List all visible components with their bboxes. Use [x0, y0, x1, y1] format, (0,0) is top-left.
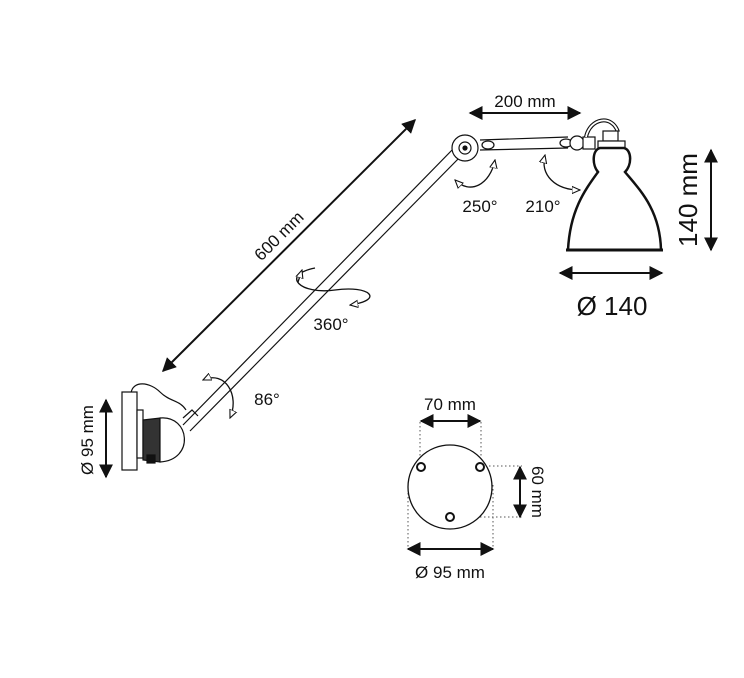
label-95mm-side: Ø 95 mm: [78, 405, 97, 475]
lower-arm: [182, 146, 463, 432]
label-140mm: 140 mm: [673, 153, 703, 247]
label-250-degrees: 250°: [462, 197, 497, 216]
label-360-degrees: 360°: [313, 315, 348, 334]
base-plate-front-view: [406, 414, 527, 556]
lamp-shade: [566, 146, 663, 252]
mount-hole: [416, 462, 426, 472]
mount-hole: [475, 462, 485, 472]
label-200mm: 200 mm: [494, 92, 555, 111]
elbow-joint: [451, 134, 495, 162]
arrow-600mm: [162, 119, 416, 372]
rotation-arrows: [203, 155, 580, 418]
mount-hole: [445, 512, 455, 522]
lamp-head: [559, 118, 663, 252]
label-diameter-140: Ø 140: [577, 291, 648, 321]
label-60mm: 60 mm: [528, 466, 547, 518]
label-70mm: 70 mm: [424, 395, 476, 414]
label-210-degrees: 210°: [525, 197, 560, 216]
dimension-arrows: [99, 106, 718, 479]
label-95mm-front: Ø 95 mm: [415, 563, 485, 582]
wall-mount: [121, 383, 187, 471]
upper-arm: [479, 136, 569, 151]
label-86-degrees: 86°: [254, 390, 280, 409]
